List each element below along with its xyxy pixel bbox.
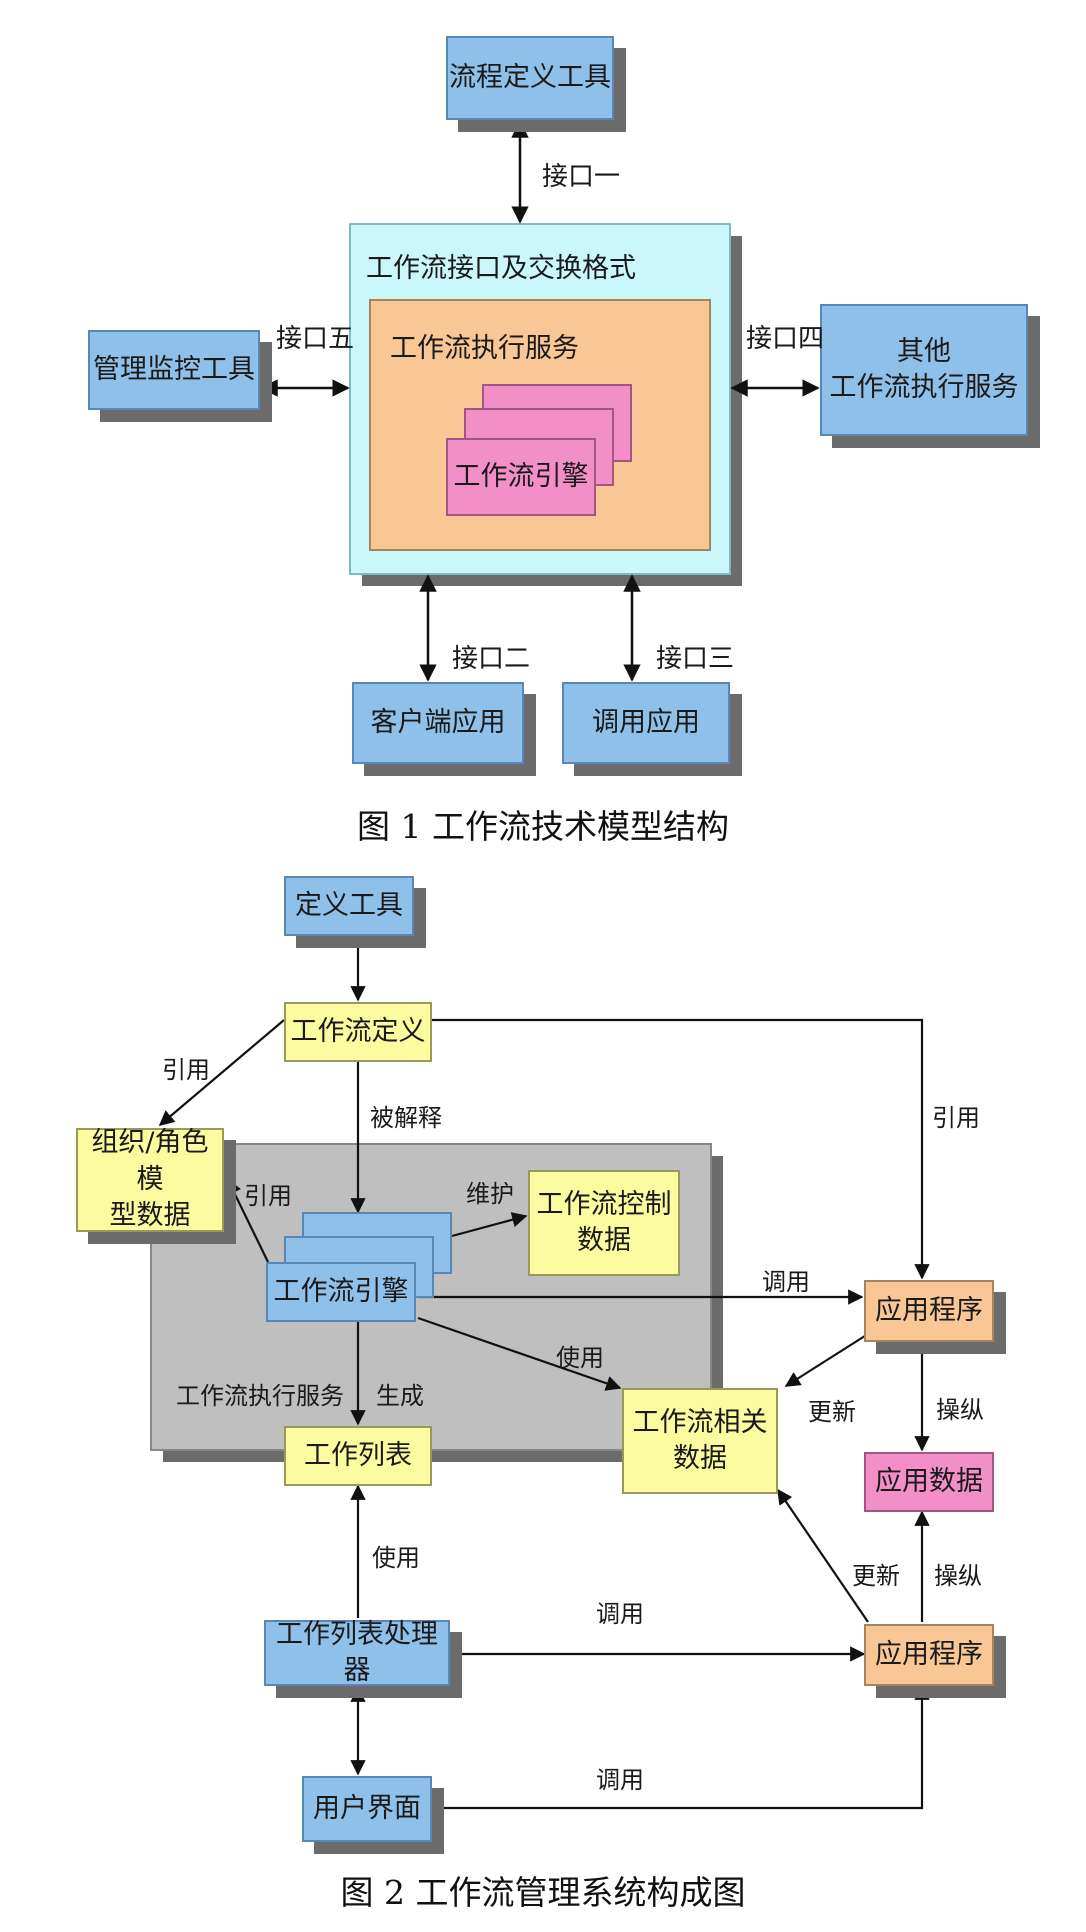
fig1-label-if5: 接口五 [276, 324, 355, 354]
fig2-label-ref-right: 引用 [932, 1104, 980, 1132]
fig2-worklist-handler-box: 工作列表处理器 [264, 1619, 450, 1686]
fig1-invoked-app-box: 调用应用 [562, 682, 730, 764]
fig2-engine-box: 工作流引擎 [266, 1262, 416, 1322]
fig2-org-role-data-box: 组织/角色模 型数据 [76, 1127, 224, 1232]
fig2-label-operate-1: 操纵 [936, 1396, 984, 1424]
fig2-arrow-def-to-app1 [432, 1018, 930, 1280]
fig2-define-tool-box: 定义工具 [284, 876, 414, 936]
fig2-label-update-1: 更新 [808, 1398, 856, 1426]
fig2-label-operate-2: 操纵 [934, 1562, 982, 1590]
fig2-label-invoke-engine: 调用 [762, 1268, 810, 1296]
fig1-interface-title: 工作流接口及交换格式 [366, 253, 636, 284]
fig2-label-invoke-user: 调用 [596, 1766, 644, 1794]
fig2-label-ref-left: 引用 [162, 1056, 210, 1084]
fig1-process-def-tool-box: 流程定义工具 [446, 36, 614, 120]
fig2-arrow-app2-to-relevant [777, 1488, 869, 1623]
fig1-label-if2: 接口二 [452, 644, 531, 674]
fig2-app-program-1-box: 应用程序 [864, 1280, 994, 1342]
fig2-arrow-app1-to-relevant [784, 1333, 869, 1387]
fig1-label-if4: 接口四 [746, 324, 825, 354]
fig2-app-program-2-box: 应用程序 [864, 1624, 994, 1686]
fig1-exec-service-title: 工作流执行服务 [390, 333, 579, 364]
fig2-label-ref-engine: 引用 [244, 1182, 292, 1210]
fig2-exec-service-label: 工作流执行服务 [176, 1382, 344, 1410]
fig2-label-use-handler: 使用 [372, 1544, 420, 1572]
fig2-label-invoke-handler: 调用 [596, 1600, 644, 1628]
fig2-user-interface-box: 用户界面 [302, 1776, 432, 1842]
fig2-label-update-2: 更新 [852, 1562, 900, 1590]
fig1-label-if1: 接口一 [542, 162, 621, 192]
fig2-label-maintain: 维护 [466, 1180, 514, 1208]
fig2-arrow-def-to-org [158, 1019, 285, 1126]
fig2-control-data-box: 工作流控制 数据 [528, 1170, 680, 1276]
fig1-other-exec-service-box: 其他 工作流执行服务 [820, 304, 1028, 436]
fig1-label-if3: 接口三 [656, 644, 735, 674]
fig2-workflow-def-box: 工作流定义 [284, 1002, 432, 1062]
fig2-work-list-box: 工作列表 [284, 1426, 432, 1486]
fig2-label-use-engine: 使用 [556, 1344, 604, 1372]
fig2-caption: 图 2 工作流管理系统构成图 [340, 1873, 746, 1912]
fig2-arrow-engine-to-org [227, 1178, 269, 1263]
fig2-relevant-data-box: 工作流相关 数据 [622, 1388, 778, 1494]
fig2-app-data-box: 应用数据 [864, 1452, 994, 1512]
fig2-label-interpreted: 被解释 [370, 1104, 442, 1132]
fig1-client-app-box: 客户端应用 [352, 682, 524, 764]
fig1-caption: 图 1 工作流技术模型结构 [357, 807, 729, 846]
fig2-arrow-user-to-app2 [432, 1684, 930, 1810]
fig1-admin-monitor-tool-box: 管理监控工具 [88, 330, 260, 410]
fig2-arrow-engine-to-control [451, 1212, 528, 1238]
fig2-label-generate: 生成 [376, 1382, 424, 1410]
fig2-arrow-engine-to-relevant [417, 1316, 622, 1391]
fig1-engine-box: 工作流引擎 [446, 438, 596, 516]
